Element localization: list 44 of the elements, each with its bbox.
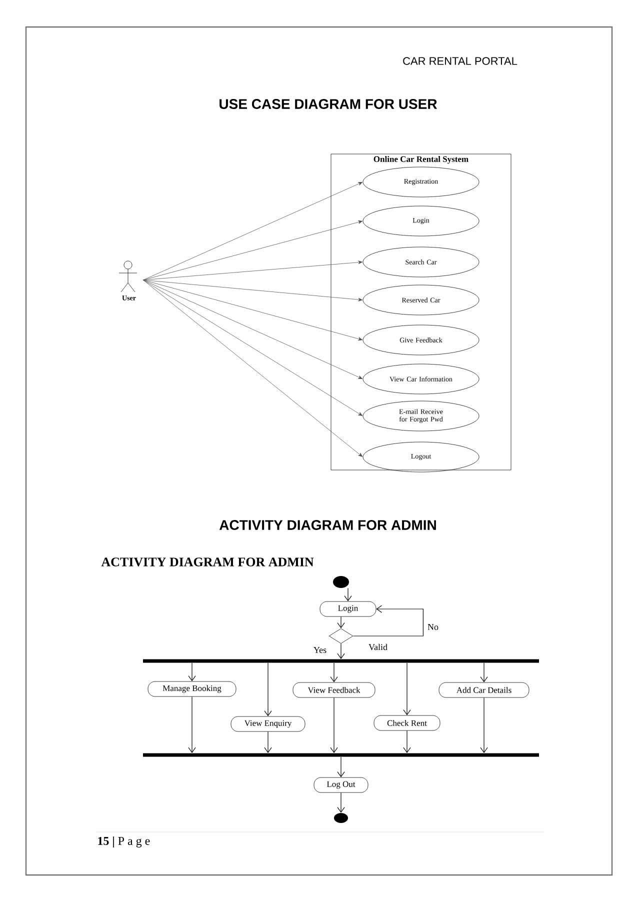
- guard-label: Valid: [368, 644, 388, 650]
- arrow: [480, 662, 488, 682]
- header-text: CAR RENTAL PORTAL: [403, 57, 518, 65]
- page-number: 15 | P a g e: [98, 836, 150, 848]
- arrow: [264, 662, 272, 716]
- arrow: [264, 731, 272, 754]
- arrow: [143, 260, 362, 280]
- arrow: [337, 643, 345, 660]
- arrow: [143, 220, 362, 280]
- arrow: [337, 792, 345, 813]
- arrow: [143, 182, 363, 280]
- activity-box: Log Out: [314, 777, 368, 793]
- arrow: [344, 588, 352, 602]
- start-node: [333, 576, 349, 588]
- activity-box: Manage Booking: [148, 681, 236, 697]
- section-heading: ACTIVITY DIAGRAM FOR ADMIN: [219, 520, 436, 530]
- arrow: [480, 697, 488, 754]
- edge-label: Yes: [312, 646, 328, 654]
- arrow: [337, 756, 345, 778]
- page-title: USE CASE DIAGRAM FOR USER: [220, 99, 437, 109]
- arrow: [403, 662, 411, 716]
- arrow: [143, 280, 363, 457]
- end-node: [334, 813, 348, 823]
- sync-bar: [143, 659, 539, 663]
- arrow: [143, 280, 363, 379]
- arrow: [188, 662, 196, 682]
- diagram-heading: ACTIVITY DIAGRAM FOR ADMIN: [101, 558, 314, 566]
- arrow: [403, 730, 411, 754]
- activity-box: View Feedback: [292, 682, 376, 698]
- sync-bar: [143, 753, 539, 757]
- activity-box: Login: [320, 601, 376, 617]
- arrow: [143, 280, 362, 341]
- arrow: [143, 280, 363, 416]
- arrow: [188, 696, 196, 754]
- arrow: [330, 697, 338, 754]
- edge-label: No: [426, 623, 440, 631]
- arrow: [337, 616, 345, 628]
- activity-box: View Enquiry: [230, 716, 306, 732]
- arrow: [352, 605, 424, 636]
- arrow: [143, 280, 362, 302]
- activity-box: Check Rent: [374, 715, 440, 731]
- decision-diamond: [328, 628, 354, 644]
- activity-box: Add Car Details: [438, 682, 530, 698]
- arrow: [330, 662, 338, 682]
